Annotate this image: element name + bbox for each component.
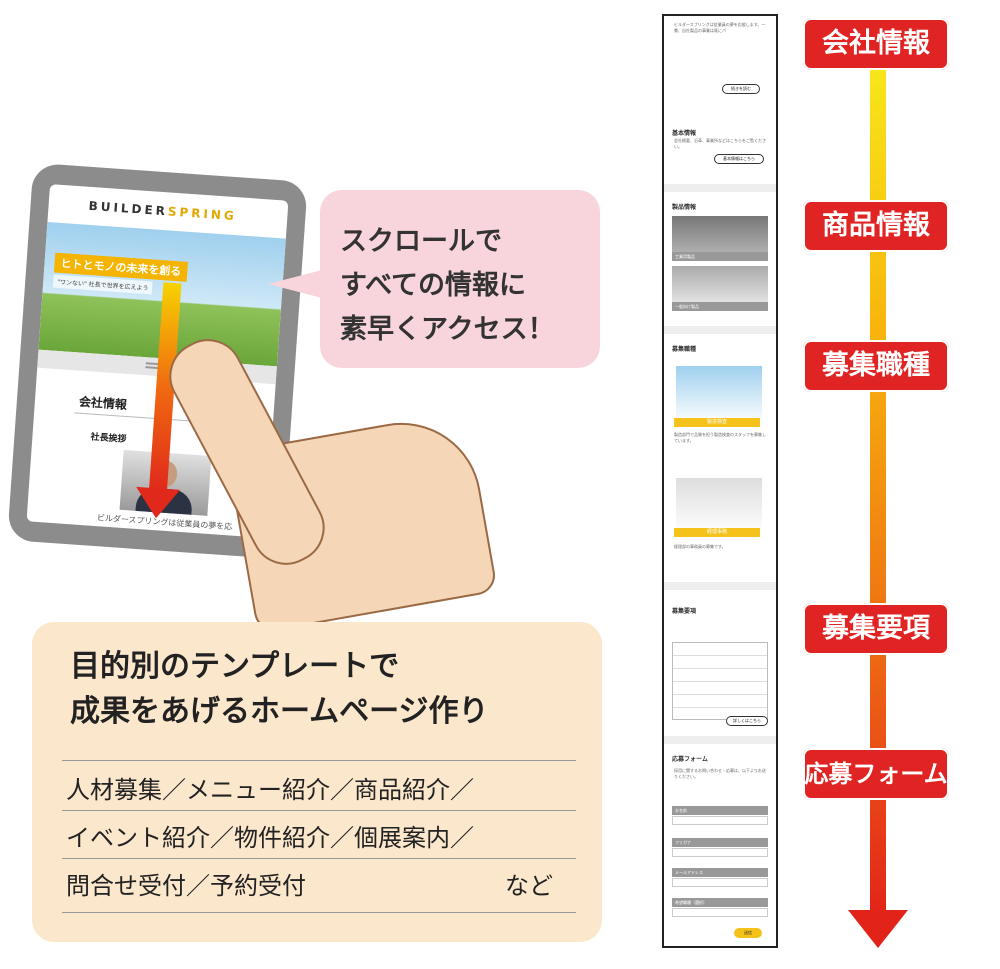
jobs-heading: 募集職種 bbox=[672, 346, 697, 353]
job-select[interactable] bbox=[672, 908, 768, 917]
requirements-table bbox=[672, 642, 768, 720]
section-separator bbox=[664, 184, 776, 192]
divider bbox=[62, 760, 576, 761]
basic-info-heading: 基本情報 bbox=[672, 130, 697, 137]
bubble-tail bbox=[268, 270, 322, 298]
section-greeting-title: 社長挨拶 bbox=[90, 432, 127, 446]
box-title-line1: 目的別のテンプレートで bbox=[70, 649, 400, 684]
feature-list-line1: 人材募集／メニュー紹介／商品紹介／ bbox=[66, 776, 474, 804]
section-separator bbox=[664, 582, 776, 590]
job-photo[interactable] bbox=[676, 478, 762, 534]
scroll-arrow-head-icon bbox=[134, 486, 181, 520]
basic-info-text: 会社概要、沿革、事業所などはこちらをご覧ください。 bbox=[674, 138, 766, 149]
product1-label: 工業用製品 bbox=[672, 252, 768, 261]
tag-requirements: 募集要項 bbox=[803, 603, 949, 655]
tag-application-form: 応募フォーム bbox=[803, 748, 949, 800]
tag-company-info: 会社情報 bbox=[803, 18, 949, 70]
section-company-title: 会社情報 bbox=[78, 394, 128, 412]
form-label-job: 希望職種（選択） bbox=[672, 898, 768, 907]
kana-input[interactable] bbox=[672, 848, 768, 857]
products-heading: 製品情報 bbox=[672, 204, 697, 211]
section-separator bbox=[664, 326, 776, 334]
form-text: 採用に関するお問い合わせ・応募は、以下よりお送りください。 bbox=[674, 768, 766, 779]
timeline-bar bbox=[870, 60, 886, 922]
form-label-kana: フリガナ bbox=[672, 838, 768, 847]
section-separator bbox=[664, 736, 776, 744]
divider bbox=[62, 912, 576, 913]
form-heading: 応募フォーム bbox=[672, 756, 708, 763]
basic-info-button[interactable]: 基本情報はこちら bbox=[714, 154, 764, 164]
job1-text: 製造部門で品質を担う製造検査のスタッフを募集しています。 bbox=[674, 432, 766, 443]
template-features-box bbox=[32, 622, 602, 942]
divider bbox=[62, 858, 576, 859]
bubble-text: スクロールで すべての情報に 素早くアクセス！ bbox=[340, 226, 555, 345]
tag-job-types: 募集職種 bbox=[803, 340, 949, 392]
submit-button[interactable]: 送信 bbox=[734, 928, 762, 938]
job2-label: 経理事務 bbox=[674, 528, 760, 537]
job-photo[interactable] bbox=[676, 366, 762, 424]
read-more-button[interactable]: 続きを読む bbox=[722, 84, 760, 94]
timeline-arrow-icon bbox=[848, 910, 908, 948]
form-label-email: メールアドレス bbox=[672, 868, 768, 877]
email-input[interactable] bbox=[672, 878, 768, 887]
requirements-heading: 募集要項 bbox=[672, 608, 697, 615]
product2-label: 一般向け製品 bbox=[672, 302, 768, 311]
job2-text: 経理部の事務員の募集です。 bbox=[674, 544, 726, 549]
intro-text: ビルダースプリングは従業員の夢を応援します。一貫、自社製品の事業は既にパ bbox=[674, 22, 766, 33]
feature-list-line3: 問合せ受付／予約受付 bbox=[66, 872, 306, 900]
box-title-line2: 成果をあげるホームページ作り bbox=[70, 694, 489, 729]
job1-label: 製造検査 bbox=[674, 418, 760, 427]
feature-list-etc: など bbox=[505, 872, 553, 900]
divider bbox=[62, 810, 576, 811]
requirements-button[interactable]: 詳しくはこちら bbox=[726, 716, 768, 726]
name-input[interactable] bbox=[672, 816, 768, 825]
speech-bubble bbox=[320, 190, 600, 368]
feature-list-line2: イベント紹介／物件紹介／個展案内／ bbox=[66, 824, 474, 852]
site-logo: BUILDERSPRING bbox=[88, 198, 238, 224]
form-label-name: お名前 bbox=[672, 806, 768, 815]
tag-product-info: 商品情報 bbox=[803, 200, 949, 252]
long-page-mockup: ビルダースプリングは従業員の夢を応援します。一貫、自社製品の事業は既にパ 続きを… bbox=[662, 14, 778, 948]
